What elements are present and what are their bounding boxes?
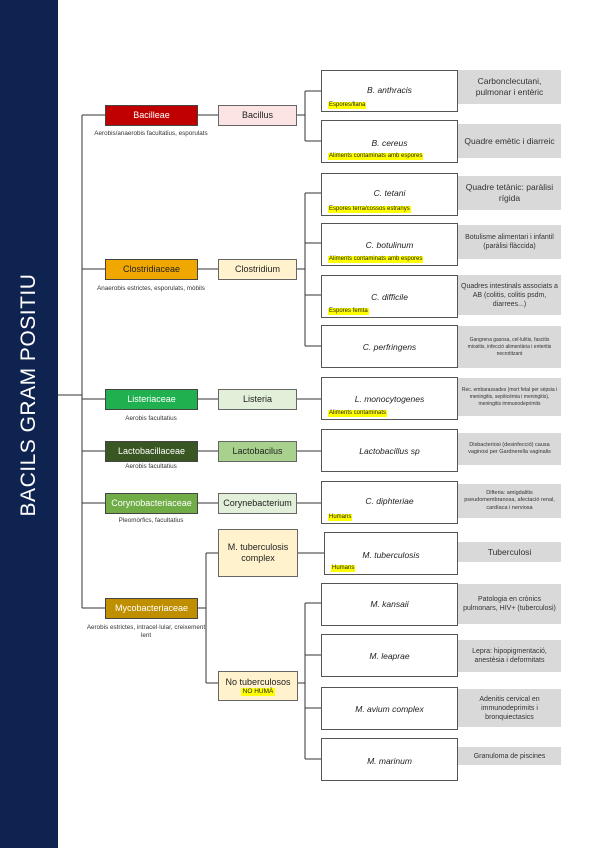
disease-text: Botulisme alimentari i infantil (paràlis… bbox=[458, 225, 561, 259]
species-box: C. diphteriae Humans bbox=[321, 481, 458, 524]
disease-text: Rec. embarassades (mort fetal per sèpsia… bbox=[458, 378, 561, 416]
species-box: Lactobacillus sp bbox=[321, 429, 458, 472]
disease-text: Quadre tetànic: paràlisi rígida bbox=[458, 176, 561, 210]
genus-bacillus: Bacillus bbox=[218, 105, 297, 126]
species-box: L. monocytogenes Aliments contaminats bbox=[321, 377, 458, 420]
family-corynebacteriaceae-desc: Pleomòrfics, facultatius bbox=[118, 517, 184, 524]
family-lactobacillaceae-desc: Aerobis facultatius bbox=[125, 463, 177, 470]
species-name: B. anthracis bbox=[367, 85, 412, 95]
genus-no-tuberculosos-label: No tuberculosos bbox=[225, 676, 291, 687]
species-box: B. anthracis Espores/llana bbox=[321, 70, 458, 112]
species-note: Espores terra/cossos estranys bbox=[328, 206, 411, 213]
species-box: M. kansaii bbox=[321, 583, 458, 626]
genus-m-tuberculosis-complex: M. tuberculosis complex bbox=[218, 529, 298, 577]
species-name: M. marinum bbox=[367, 756, 412, 766]
species-name: C. difficile bbox=[371, 292, 408, 302]
disease-text: Tuberculosi bbox=[458, 542, 561, 562]
species-note: Aliments contaminats bbox=[328, 410, 388, 417]
genus-no-tuberculosos: No tuberculosos NO HUMÀ bbox=[218, 671, 298, 701]
disease-text: Quadres intestinals associats a AB (coli… bbox=[458, 275, 561, 315]
family-clostridiaceae-desc: Anaerobis estrictes, esporulats, mòbils bbox=[97, 285, 205, 292]
family-bacilleae: Bacilleae bbox=[105, 105, 198, 126]
family-listeriaceae: Listeriaceae bbox=[105, 389, 198, 410]
family-bacilleae-desc: Aerobis/anaerobis facultatius, esporulat… bbox=[94, 130, 208, 137]
family-mycobacteriaceae-desc: Aerobis estrictes, intracel·lular, creix… bbox=[86, 624, 206, 639]
species-note: Espores/llana bbox=[328, 102, 367, 109]
species-box: C. tetani Espores terra/cossos estranys bbox=[321, 173, 458, 216]
family-mycobacteriaceae: Mycobacteriaceae bbox=[105, 598, 198, 619]
species-name: C. tetani bbox=[373, 188, 406, 198]
species-box: C. botulinum Aliments contaminats amb es… bbox=[321, 223, 458, 266]
disease-text: Patologia en crònics pulmonars, HIV+ (tu… bbox=[458, 584, 561, 624]
species-box: M. marinum bbox=[321, 738, 458, 781]
species-box: M. leaprae bbox=[321, 634, 458, 677]
species-note: Humans bbox=[331, 565, 356, 572]
family-lactobacillaceae: Lactobacillaceae bbox=[105, 441, 198, 462]
species-name: C. perfringens bbox=[362, 342, 417, 352]
species-name: M. tuberculosis bbox=[362, 550, 420, 560]
disease-text: Difteria: amigdalitis pseudomembranosa, … bbox=[458, 484, 561, 518]
species-name: M. avium complex bbox=[355, 704, 424, 714]
species-name: M. kansaii bbox=[370, 599, 409, 609]
species-note: Aliments contaminats amb espores bbox=[328, 153, 424, 160]
sidebar-band: BACILS GRAM POSITIU bbox=[0, 0, 58, 848]
genus-clostridium: Clostridium bbox=[218, 259, 297, 280]
species-note: Humans bbox=[328, 514, 353, 521]
disease-text: Quadre emètic i diarreic bbox=[458, 124, 561, 158]
species-name: C. diphteriae bbox=[365, 496, 414, 506]
no-huma-note: NO HUMÀ bbox=[240, 687, 276, 696]
species-name: C. botulinum bbox=[365, 240, 414, 250]
disease-text: Granuloma de piscines bbox=[458, 747, 561, 765]
disease-text: Lepra: hipopigmentació, anestèsia i defo… bbox=[458, 640, 561, 672]
species-name: M. leaprae bbox=[369, 651, 410, 661]
species-note: Espores femta bbox=[328, 308, 369, 315]
species-name: Lactobacillus sp bbox=[359, 446, 420, 456]
family-corynebacteriaceae: Corynobacteriaceae bbox=[105, 493, 198, 514]
disease-text: Adenitis cervical en immunodeprimits i b… bbox=[458, 689, 561, 727]
family-listeriaceae-desc: Aerobis facultatius bbox=[125, 415, 177, 422]
disease-text: Carbonclecutani, pulmonar i entèric bbox=[458, 70, 561, 104]
species-name: B. cereus bbox=[371, 138, 408, 148]
species-box: C. difficile Espores femta bbox=[321, 275, 458, 318]
genus-corynebacterium: Corynebacterium bbox=[218, 493, 297, 514]
species-box: C. perfringens bbox=[321, 325, 458, 368]
disease-text: Gangrena gasosa, cel·lulitis, fascitis m… bbox=[458, 326, 561, 368]
species-note: Aliments contaminats amb espores bbox=[328, 256, 424, 263]
species-box: M. avium complex bbox=[321, 687, 458, 730]
genus-lactobacilus: Lactobacilus bbox=[218, 441, 297, 462]
species-name: L. monocytogenes bbox=[354, 394, 425, 404]
species-box: M. tuberculosis Humans bbox=[324, 532, 458, 575]
species-box: B. cereus Aliments contaminats amb espor… bbox=[321, 120, 458, 163]
disease-text: Disbacteriosi (desinfecció) causa vagino… bbox=[458, 433, 561, 465]
genus-listeria: Listeria bbox=[218, 389, 297, 410]
family-clostridiaceae: Clostridiaceae bbox=[105, 259, 198, 280]
